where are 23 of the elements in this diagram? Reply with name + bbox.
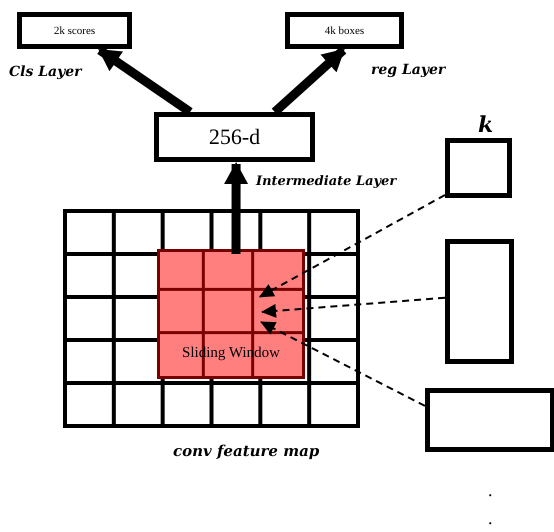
layer-box (17, 12, 132, 49)
layer-name: Cls Layer (9, 64, 82, 80)
arrow (224, 162, 248, 254)
dashed-arrow (258, 194, 446, 298)
anchor-box (445, 138, 512, 198)
layer-name: Intermediate Layer (256, 174, 396, 189)
dashed-arrow (260, 321, 426, 407)
window-label: Sliding Window (182, 345, 280, 362)
anchor-box (425, 388, 554, 452)
layer-box (285, 12, 404, 49)
layer-label: 256-d (208, 124, 260, 150)
anchor-count: k (478, 112, 494, 138)
dashed-arrow (261, 296, 446, 318)
anchor-box (445, 239, 514, 364)
ellipsis-dot: . (488, 480, 492, 501)
layer-box (154, 112, 315, 162)
map-caption: conv feature map (173, 442, 320, 460)
sliding-window (157, 249, 305, 379)
feature-map-grid (63, 209, 360, 428)
ellipsis-dot: . (488, 508, 492, 529)
layer-label: 2k scores (54, 24, 96, 36)
layer-name: reg Layer (371, 62, 446, 78)
layer-label: 4k boxes (324, 24, 364, 36)
